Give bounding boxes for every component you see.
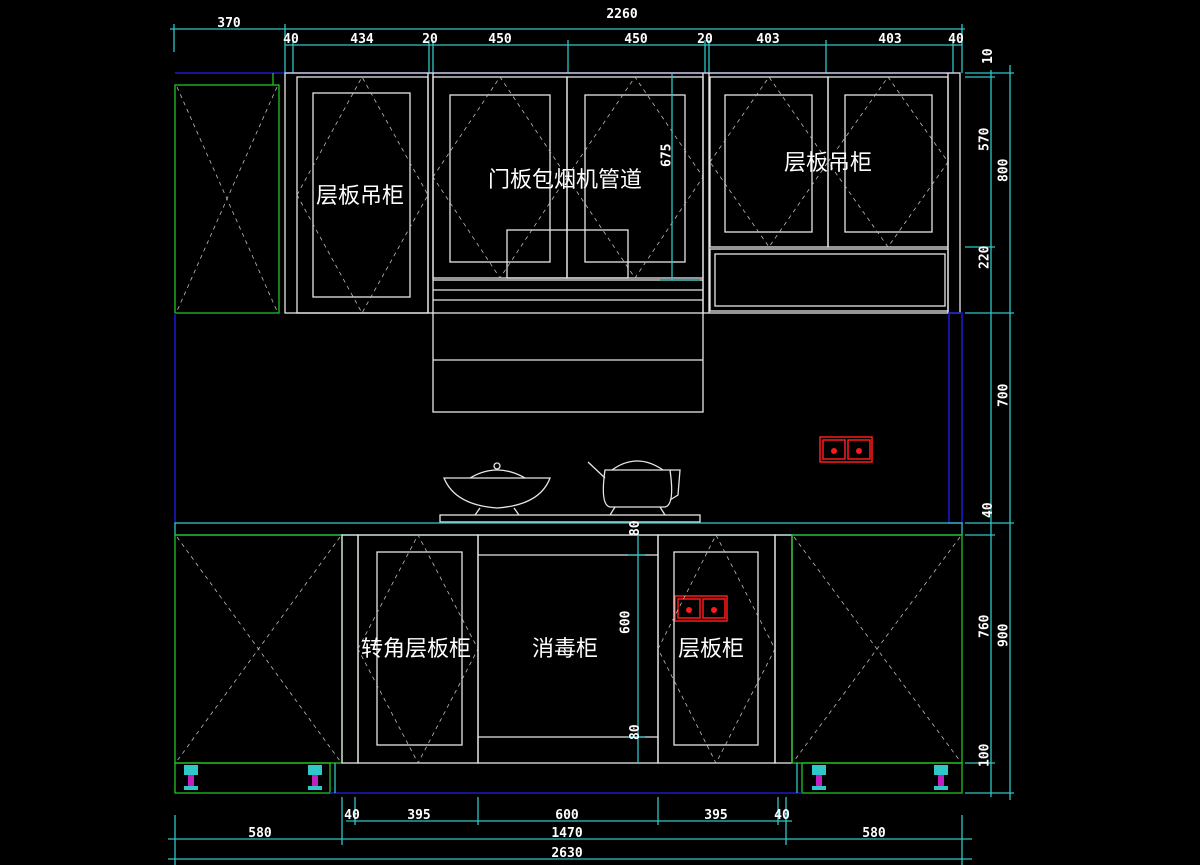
dim-top: 403: [756, 32, 779, 47]
dim-370: 370: [217, 16, 241, 31]
label-corner-cabinet: 转角层板柜: [361, 637, 471, 662]
dim-right: 700: [996, 383, 1011, 407]
bottom-dimensions: 40 395 600 395 40 580 1470 580 2630: [168, 797, 972, 865]
dim-top: 450: [488, 32, 512, 47]
dim-right: 40: [981, 502, 996, 518]
upper-cabinets: 675 层板吊柜 门板包烟机管道 层板吊柜: [174, 72, 961, 413]
plinth: [174, 762, 963, 794]
dim-right: 760: [977, 614, 992, 638]
label-sterilizer: 消毒柜: [532, 637, 598, 662]
dim-steri-top: 80: [628, 520, 643, 536]
dim-right: 570: [977, 127, 992, 151]
dim-right: 100: [977, 743, 992, 767]
socket-icon: [819, 436, 873, 463]
dim-bottom: 600: [555, 808, 579, 823]
dim-bottom-mid: 580: [248, 826, 272, 841]
dim-top: 20: [697, 32, 713, 47]
dim-right-outer: 900: [996, 623, 1011, 647]
dim-bottom: 395: [704, 808, 727, 823]
dim-hood-height: 675: [659, 144, 674, 167]
dim-top: 450: [624, 32, 648, 47]
label-hood-cabinet: 门板包烟机管道: [488, 168, 642, 193]
dim-bottom-mid: 1470: [551, 826, 582, 841]
lower-cabinets: 80 600 80 转角层板柜 消毒柜 层板柜: [174, 520, 963, 764]
label-upper-left-cabinet: 层板吊柜: [316, 184, 404, 209]
label-upper-right-cabinet: 层板吊柜: [784, 151, 872, 176]
dim-2260: 2260: [606, 7, 637, 22]
dim-right: 220: [977, 245, 992, 269]
countertop: [174, 522, 963, 536]
leg-icon: [184, 765, 198, 790]
leg-icon: [812, 765, 826, 790]
dim-top: 403: [878, 32, 901, 47]
dim-bottom: 395: [407, 808, 430, 823]
dim-steri-bot: 80: [628, 724, 643, 740]
dim-bottom-mid: 580: [862, 826, 886, 841]
socket-icon: [674, 595, 728, 622]
dim-top: 20: [422, 32, 438, 47]
dim-top: 40: [283, 32, 299, 47]
label-lower-right-cabinet: 层板柜: [678, 637, 744, 662]
backsplash: [174, 312, 963, 524]
dim-bottom: 40: [774, 808, 790, 823]
leg-icon: [308, 765, 322, 790]
leg-icon: [934, 765, 948, 790]
stove-icon: [439, 460, 701, 523]
top-dimensions: 370 2260 40 434 20 450 450 20 403 403 40: [170, 7, 965, 73]
dim-right: 10: [981, 48, 996, 64]
dim-steri-mid: 600: [618, 610, 633, 634]
right-dimensions: 10 570 220 700 40 760 100 800 900: [965, 48, 1014, 800]
dim-right-outer: 800: [996, 158, 1011, 182]
dim-top: 434: [350, 32, 374, 47]
dim-bottom: 40: [344, 808, 360, 823]
dim-2630: 2630: [551, 846, 582, 861]
dim-top: 40: [948, 32, 964, 47]
